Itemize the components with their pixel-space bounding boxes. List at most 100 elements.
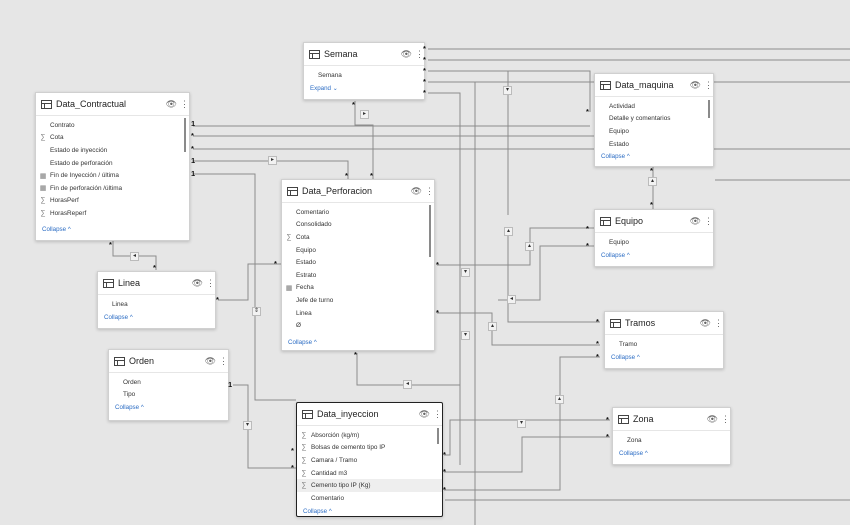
eye-icon[interactable]: 👁︎ bbox=[410, 185, 422, 196]
field-row[interactable]: Estado de inyección bbox=[36, 144, 189, 157]
field-row[interactable]: ▦Fin de perforación /última bbox=[36, 182, 189, 195]
field-row[interactable]: ▦Fecha bbox=[282, 282, 434, 295]
filter-direction-down-icon[interactable]: ▾ bbox=[243, 421, 252, 430]
field-row[interactable]: Equipo bbox=[595, 125, 713, 138]
table-card-data-inyeccion[interactable]: Data_inyeccion👁︎⋮ ∑Absorción (kg/m)∑Bols… bbox=[296, 402, 443, 517]
filter-direction-down-icon[interactable]: ▾ bbox=[461, 331, 470, 340]
collapse-link[interactable]: Collapse ^ bbox=[613, 447, 730, 460]
eye-icon[interactable]: 👁︎ bbox=[165, 98, 177, 109]
filter-direction-right-icon[interactable]: ▸ bbox=[360, 110, 369, 119]
filter-direction-up-icon[interactable]: ▴ bbox=[525, 242, 534, 251]
more-options-icon[interactable]: ⋮ bbox=[425, 185, 434, 196]
table-card-orden[interactable]: Orden👁︎⋮ Orden Tipo Collapse ^ bbox=[108, 349, 229, 421]
collapse-link[interactable]: Collapse ^ bbox=[595, 249, 713, 262]
filter-direction-both-icon[interactable]: ⇕ bbox=[252, 307, 261, 316]
more-options-icon[interactable]: ⋮ bbox=[704, 79, 713, 90]
eye-icon[interactable]: 👁︎ bbox=[400, 48, 412, 59]
field-row[interactable]: Comentario bbox=[282, 206, 434, 219]
field-row[interactable]: Linea bbox=[98, 298, 215, 311]
eye-icon[interactable]: 👁︎ bbox=[706, 413, 718, 424]
collapse-link[interactable]: Collapse ^ bbox=[282, 336, 434, 349]
field-row[interactable]: ... bbox=[282, 332, 434, 336]
scrollbar[interactable] bbox=[437, 428, 439, 444]
field-row[interactable]: Equipo bbox=[595, 236, 713, 249]
field-row[interactable]: Estado bbox=[595, 138, 713, 151]
field-row[interactable]: ∑HorasPerf bbox=[36, 195, 189, 208]
filter-direction-left-icon[interactable]: ◂ bbox=[403, 380, 412, 389]
field-row[interactable]: ▦Fin de Inyección / última bbox=[36, 169, 189, 182]
more-options-icon[interactable]: ⋮ bbox=[714, 317, 723, 328]
more-options-icon[interactable]: ⋮ bbox=[433, 408, 442, 419]
eye-icon[interactable]: 👁︎ bbox=[418, 408, 430, 419]
scrollbar[interactable] bbox=[429, 205, 431, 257]
collapse-link[interactable]: Collapse ^ bbox=[36, 223, 189, 236]
more-options-icon[interactable]: ⋮ bbox=[206, 277, 215, 288]
field-row[interactable]: Tipo bbox=[109, 389, 228, 402]
eye-icon[interactable]: 👁︎ bbox=[689, 79, 701, 90]
more-options-icon[interactable]: ⋮ bbox=[704, 215, 713, 226]
field-row[interactable]: ∑Cemento tipo IP (Kg) bbox=[297, 479, 442, 492]
field-row[interactable]: Equipo bbox=[282, 244, 434, 257]
field-row[interactable]: ∑Cota bbox=[282, 231, 434, 244]
field-row[interactable]: Ø bbox=[282, 319, 434, 332]
filter-direction-left-icon[interactable]: ◂ bbox=[130, 252, 139, 261]
field-row[interactable]: ∑Cota bbox=[36, 132, 189, 145]
field-row[interactable]: Estrato bbox=[282, 269, 434, 282]
field-row[interactable]: Consolidado bbox=[282, 219, 434, 232]
field-row[interactable]: ∑Cantidad m3 bbox=[297, 467, 442, 480]
eye-icon[interactable]: 👁︎ bbox=[191, 277, 203, 288]
field-row[interactable]: ∑Camara / Tramo bbox=[297, 454, 442, 467]
collapse-link[interactable]: Collapse ^ bbox=[98, 311, 215, 324]
field-row[interactable]: Comentario bbox=[297, 492, 442, 505]
filter-direction-down-icon[interactable]: ▾ bbox=[517, 419, 526, 428]
field-row[interactable]: ∑Inyect... bbox=[36, 220, 189, 224]
eye-icon[interactable]: 👁︎ bbox=[689, 215, 701, 226]
field-row[interactable]: Tramo bbox=[605, 338, 723, 351]
field-row[interactable]: Orden bbox=[109, 376, 228, 389]
field-row[interactable]: Semana bbox=[304, 69, 424, 82]
more-options-icon[interactable]: ⋮ bbox=[219, 355, 228, 366]
field-row[interactable]: ∑HorasReperf bbox=[36, 207, 189, 220]
table-card-tramos[interactable]: Tramos👁︎⋮ Tramo Collapse ^ bbox=[604, 311, 724, 369]
filter-direction-left-icon[interactable]: ◂ bbox=[507, 295, 516, 304]
field-row[interactable]: Estado de perforación bbox=[36, 157, 189, 170]
filter-direction-down-icon[interactable]: ▾ bbox=[503, 86, 512, 95]
collapse-link[interactable]: Collapse ^ bbox=[595, 150, 713, 163]
eye-icon[interactable]: 👁︎ bbox=[204, 355, 216, 366]
filter-direction-up-icon[interactable]: ▴ bbox=[488, 322, 497, 331]
field-row[interactable]: Contrato bbox=[36, 119, 189, 132]
scrollbar[interactable] bbox=[708, 100, 710, 118]
field-row[interactable]: Actividad bbox=[595, 100, 713, 113]
table-card-linea[interactable]: Linea👁︎⋮ Linea Collapse ^ bbox=[97, 271, 216, 329]
field-row[interactable]: Zona bbox=[613, 434, 730, 447]
expand-link[interactable]: Expand ⌄ bbox=[304, 82, 424, 95]
table-card-data-maquina[interactable]: Data_maquina👁︎⋮ Actividad Detalle y come… bbox=[594, 73, 714, 167]
more-options-icon[interactable]: ⋮ bbox=[721, 413, 730, 424]
field-label: Fecha bbox=[296, 284, 314, 292]
scrollbar[interactable] bbox=[184, 118, 186, 152]
eye-icon[interactable]: 👁︎ bbox=[699, 317, 711, 328]
field-row[interactable]: ∑Bolsas de cemento tipo IP bbox=[297, 442, 442, 455]
field-row[interactable]: Jefe de turno bbox=[282, 294, 434, 307]
field-row[interactable]: Estado bbox=[282, 256, 434, 269]
collapse-link[interactable]: Collapse ^ bbox=[605, 351, 723, 364]
more-options-icon[interactable]: ⋮ bbox=[415, 48, 424, 59]
filter-direction-down-icon[interactable]: ▾ bbox=[461, 268, 470, 277]
more-options-icon[interactable]: ⋮ bbox=[180, 98, 189, 109]
filter-direction-up-icon[interactable]: ▴ bbox=[504, 227, 513, 236]
field-row[interactable]: Linea bbox=[282, 307, 434, 320]
filter-direction-up-icon[interactable]: ▴ bbox=[648, 177, 657, 186]
field-row[interactable]: ∑Absorción (kg/m) bbox=[297, 429, 442, 442]
table-card-equipo[interactable]: Equipo👁︎⋮ Equipo Collapse ^ bbox=[594, 209, 714, 267]
field-row[interactable]: Detalle y comentarios bbox=[595, 113, 713, 126]
collapse-link[interactable]: Collapse ^ bbox=[297, 505, 442, 518]
collapse-label: Collapse bbox=[115, 404, 140, 412]
table-card-zona[interactable]: Zona👁︎⋮ Zona Collapse ^ bbox=[612, 407, 731, 465]
collapse-link[interactable]: Collapse ^ bbox=[109, 401, 228, 414]
table-card-semana[interactable]: Semana👁︎⋮ Semana Expand ⌄ bbox=[303, 42, 425, 100]
filter-direction-right-icon[interactable]: ▸ bbox=[268, 156, 277, 165]
filter-direction-up-icon[interactable]: ▴ bbox=[555, 395, 564, 404]
